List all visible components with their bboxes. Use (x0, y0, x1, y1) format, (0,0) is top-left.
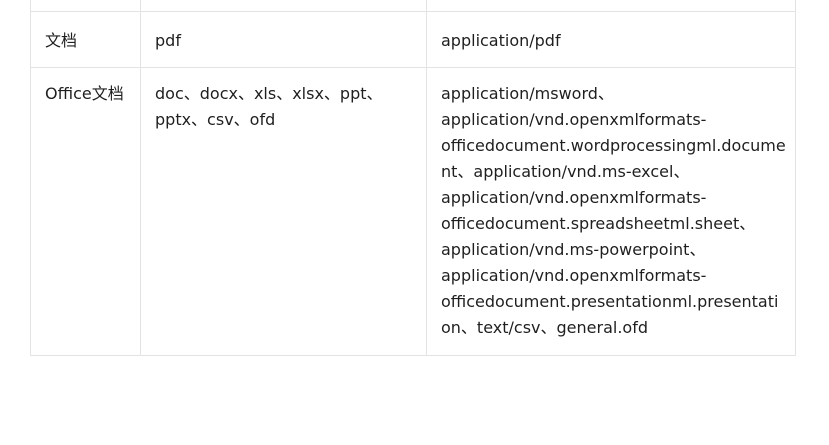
type-text: Office文档 (45, 84, 124, 103)
table-row: Office文档 doc、docx、xls、xlsx、ppt、pptx、csv、… (30, 67, 796, 356)
mime-cell: application/pdf (426, 11, 796, 68)
table-row: 文档 pdf application/pdf (30, 11, 796, 68)
table-cell (426, 0, 796, 12)
extensions-cell: doc、docx、xls、xlsx、ppt、pptx、csv、ofd (140, 67, 427, 356)
table-row-partial (30, 0, 796, 12)
type-cell: 文档 (30, 11, 141, 68)
extensions-cell: pdf (140, 11, 427, 68)
type-cell: Office文档 (30, 67, 141, 356)
extensions-text: doc、docx、xls、xlsx、ppt、pptx、csv、ofd (155, 84, 383, 129)
mime-text: application/msword、application/vnd.openx… (441, 84, 786, 337)
mime-cell: application/msword、application/vnd.openx… (426, 67, 796, 356)
file-type-table: 文档 pdf application/pdf Office文档 doc、docx… (30, 0, 796, 356)
table-cell (140, 0, 427, 12)
table-cell (30, 0, 141, 12)
